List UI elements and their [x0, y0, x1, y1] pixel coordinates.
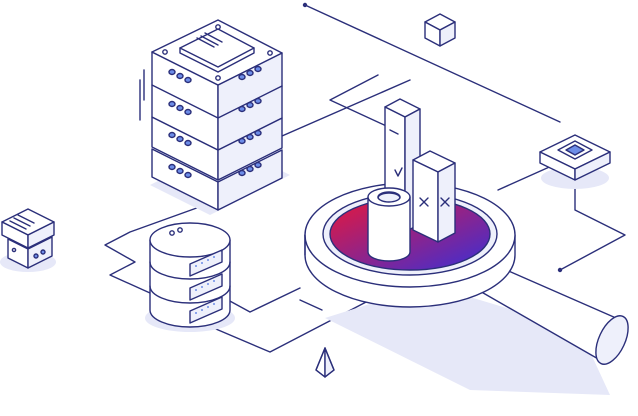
chart-bar	[412, 150, 456, 243]
ground-shadows	[0, 145, 610, 395]
bar-chart-icon	[367, 98, 456, 262]
server-unit	[151, 148, 283, 211]
node-dot	[302, 2, 308, 8]
pyramid-icon	[315, 347, 335, 378]
server-rack-icon	[139, 19, 283, 211]
server-unit	[151, 51, 283, 151]
network-node-icon	[539, 134, 611, 181]
node-dot	[557, 267, 563, 273]
database-icon	[149, 222, 231, 328]
cube-icon	[424, 13, 456, 47]
server-unit	[151, 116, 283, 181]
cylinder-icon	[367, 187, 411, 262]
router-icon	[1, 208, 55, 269]
